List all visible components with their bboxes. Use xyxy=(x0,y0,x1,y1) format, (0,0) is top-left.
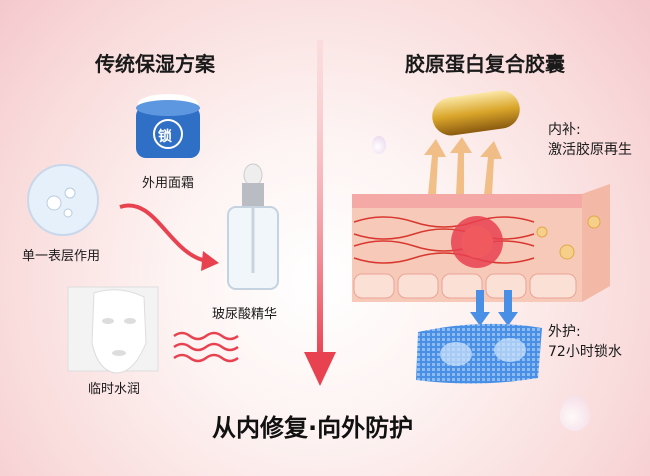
right-title: 胶原蛋白复合胶囊 xyxy=(405,52,565,76)
water-drop-icon xyxy=(372,136,386,154)
inner-label-line2: 激活胶原再生 xyxy=(548,142,632,158)
wave-lines-icon xyxy=(173,331,239,363)
skin-layer-diagram xyxy=(352,184,610,302)
cream-jar-icon xyxy=(136,94,200,158)
bottom-slogan: 从内修复·向外防护 xyxy=(212,414,414,442)
capsule-icon xyxy=(432,90,520,136)
left-title: 传统保湿方案 xyxy=(95,52,215,76)
serum-bottle-icon xyxy=(227,163,279,290)
serum-label: 玻尿酸精华 xyxy=(212,307,278,322)
mask-label: 临时水润 xyxy=(88,382,141,397)
outer-label-line1: 外护: xyxy=(548,324,581,340)
curved-arrow-icon xyxy=(119,203,219,271)
blue-mesh-film-icon xyxy=(416,323,542,384)
outer-label-line2: 72小时锁水 xyxy=(548,344,622,360)
water-drop-icon xyxy=(560,395,590,431)
surface-label: 单一表层作用 xyxy=(22,249,101,264)
down-arrows-blue-icon xyxy=(470,290,518,326)
water-bubble-icon xyxy=(27,164,99,236)
inner-label-line1: 内补: xyxy=(548,122,581,138)
up-arrows-icon xyxy=(424,137,502,195)
cream-badge: 锁 xyxy=(158,129,172,145)
face-mask-icon xyxy=(67,286,159,374)
cream-label: 外用面霜 xyxy=(142,176,195,191)
down-arrow-divider-icon xyxy=(304,40,336,386)
